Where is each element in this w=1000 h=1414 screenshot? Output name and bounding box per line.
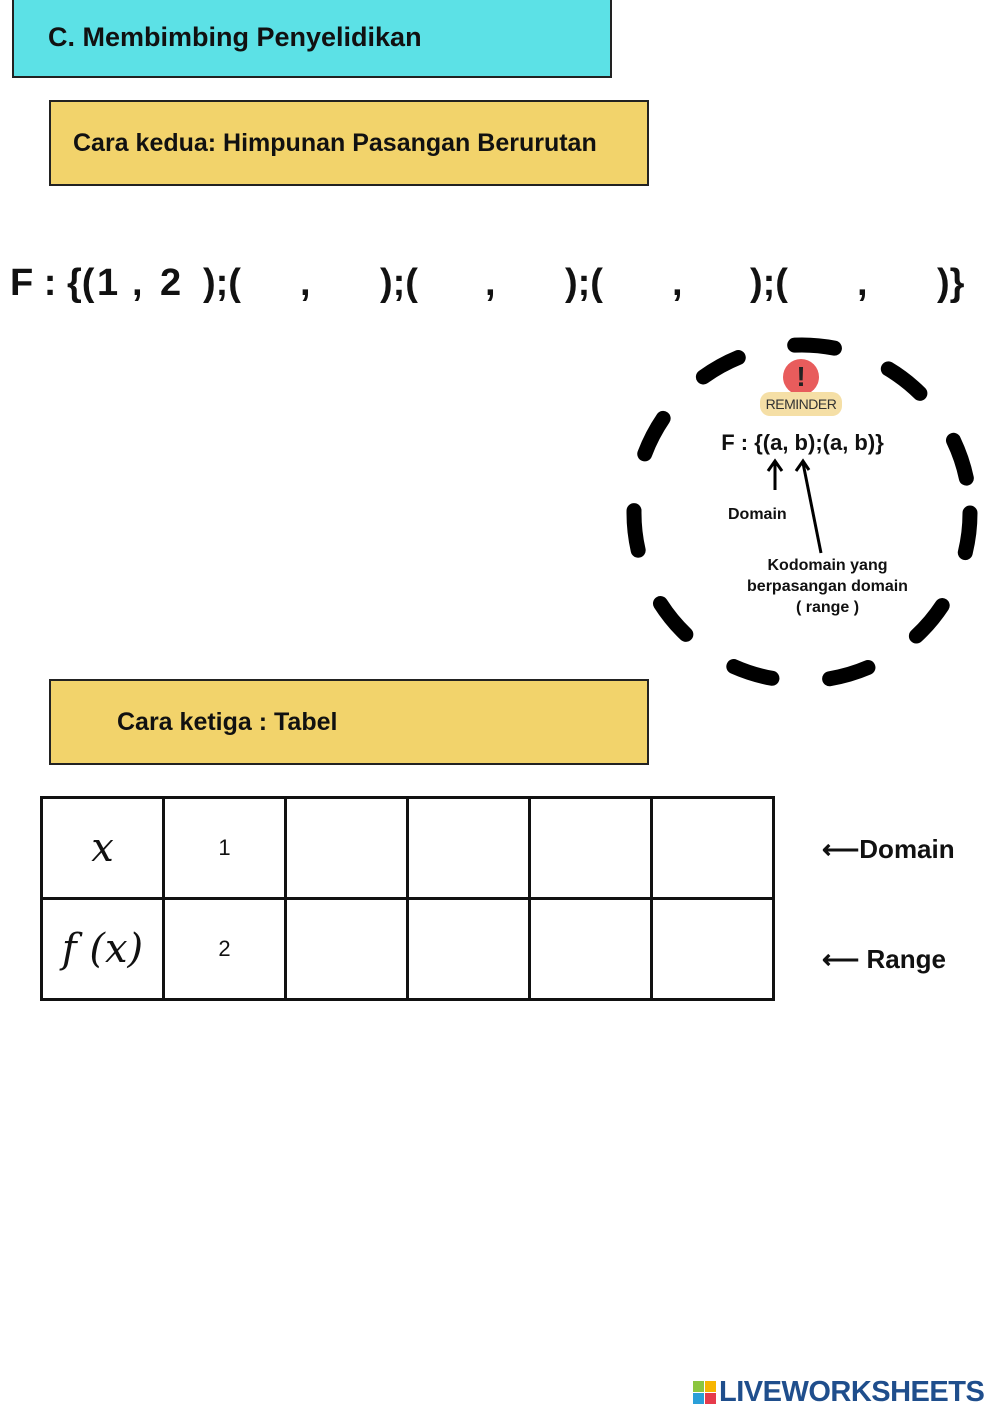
formula-comma: , xyxy=(132,262,143,304)
formula-comma: , xyxy=(300,262,311,304)
range-label-line3: ( range ) xyxy=(795,599,860,616)
pair4-domain-input[interactable] xyxy=(610,262,658,304)
pair5-domain-input[interactable] xyxy=(795,262,843,304)
fx-input-4[interactable] xyxy=(533,908,648,990)
formula-separator: );( xyxy=(565,262,603,304)
warning-icon: ! xyxy=(783,359,819,395)
formula-first-range: 2 xyxy=(160,262,182,304)
formula-suffix: )} xyxy=(937,262,965,304)
method2-banner: Cara kedua: Himpunan Pasangan Berurutan xyxy=(49,100,649,186)
pair2-range-input[interactable] xyxy=(325,262,373,304)
pair4-range-input[interactable] xyxy=(697,262,745,304)
range-label-line2: berpasangan domain xyxy=(747,578,908,595)
x-value: 1 xyxy=(162,796,287,900)
formula-separator: );( xyxy=(750,262,788,304)
domain-text: Domain xyxy=(859,834,955,864)
formula-comma: , xyxy=(672,262,683,304)
brand-name: LIVEWORKSHEETS xyxy=(719,1376,985,1408)
domain-label: Domain xyxy=(728,506,787,523)
table-row-fx: f (x) 2 xyxy=(40,897,775,1001)
reminder-formula: F : {(a, b);(a, b)} xyxy=(721,430,884,455)
x-input-4[interactable] xyxy=(533,807,648,889)
fx-value: 2 xyxy=(162,897,287,1001)
domain-side-label: ⟵Domain xyxy=(822,834,955,865)
x-input-3[interactable] xyxy=(411,807,526,889)
left-arrow-icon: ⟵ xyxy=(822,944,860,974)
reminder-dashed-circle xyxy=(626,337,978,689)
method2-title: Cara kedua: Himpunan Pasangan Berurutan xyxy=(73,128,597,157)
function-table: x 1 f (x) 2 xyxy=(40,796,775,1001)
formula-comma: , xyxy=(857,262,868,304)
method3-banner: Cara ketiga : Tabel xyxy=(49,679,649,765)
fx-input-2[interactable] xyxy=(289,908,404,990)
reminder-badge: REMINDER xyxy=(760,392,842,416)
fx-input-3[interactable] xyxy=(411,908,526,990)
section-title-banner: C. Membimbing Penyelidikan xyxy=(12,0,612,78)
x-input-2[interactable] xyxy=(289,807,404,889)
section-title: C. Membimbing Penyelidikan xyxy=(48,21,422,52)
table-row-x: x 1 xyxy=(40,796,775,900)
live-logo-icon xyxy=(693,1381,716,1404)
liveworksheets-logo: LIVEWORKSHEETS xyxy=(693,1376,985,1409)
range-arrow xyxy=(801,462,823,554)
range-label-line1: Kodomain yang xyxy=(767,557,888,574)
formula-comma: , xyxy=(485,262,496,304)
formula-separator: );( xyxy=(203,262,241,304)
range-explanation: Kodomain yang berpasangan domain ( range… xyxy=(720,555,935,618)
pair2-domain-input[interactable] xyxy=(243,262,291,304)
fx-input-5[interactable] xyxy=(655,908,770,990)
row-header-fx: f (x) xyxy=(40,897,165,1001)
formula-separator: );( xyxy=(380,262,418,304)
method3-title: Cara ketiga : Tabel xyxy=(117,707,338,736)
pair3-domain-input[interactable] xyxy=(425,262,473,304)
range-side-label: ⟵ Range xyxy=(822,944,946,975)
pair3-range-input[interactable] xyxy=(510,262,558,304)
x-input-5[interactable] xyxy=(655,807,770,889)
formula-first-domain: 1 xyxy=(97,262,119,304)
formula-prefix: F : {( xyxy=(10,262,95,304)
pair5-range-input[interactable] xyxy=(882,262,930,304)
left-arrow-icon: ⟵ xyxy=(822,834,860,864)
range-text: Range xyxy=(866,944,946,974)
row-header-x: x xyxy=(40,796,165,900)
